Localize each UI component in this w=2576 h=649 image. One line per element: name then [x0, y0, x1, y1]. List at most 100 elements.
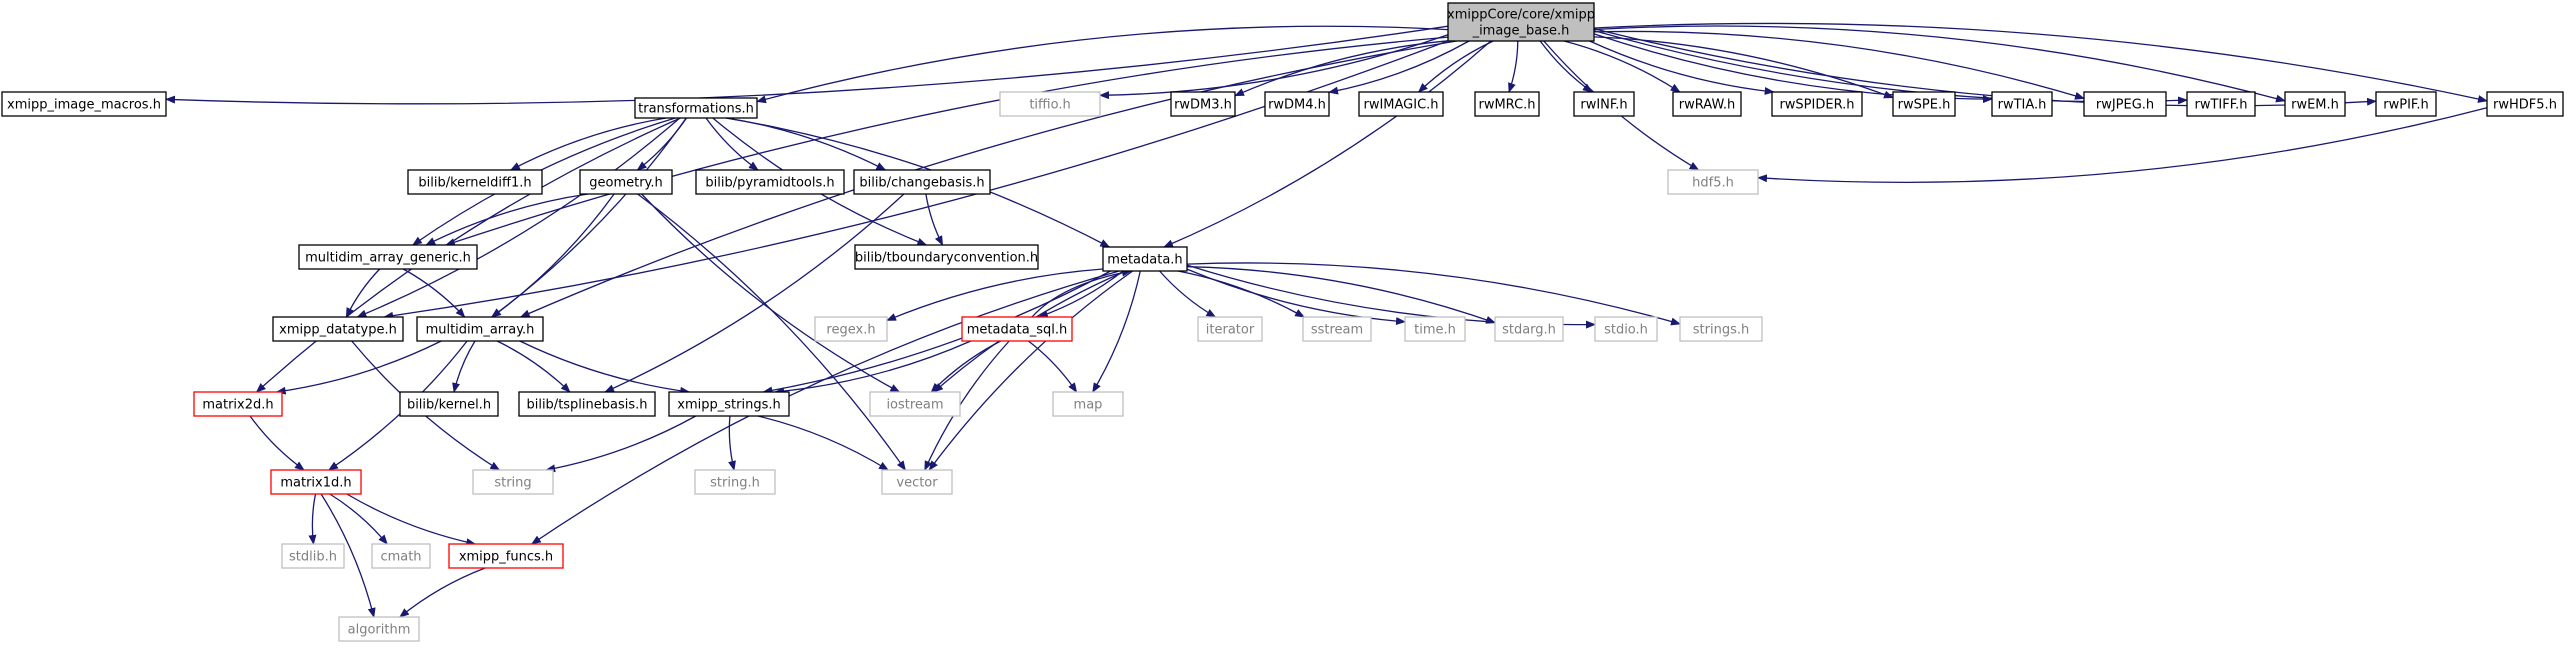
edge-xstrings-to-vector [757, 415, 889, 471]
node-rwtia[interactable]: rwTIA.h [1991, 91, 2053, 117]
node-label-changebasis: bilib/changebasis.h [859, 176, 984, 191]
node-box-map [1052, 391, 1124, 417]
node-box-rwmrc [1474, 91, 1540, 117]
node-rwdm4[interactable]: rwDM4.h [1264, 91, 1330, 117]
node-label-rwdm4: rwDM4.h [1268, 98, 1326, 113]
node-transformations[interactable]: transformations.h [634, 97, 758, 119]
node-rwmrc[interactable]: rwMRC.h [1474, 91, 1540, 117]
edge-root-to-rwdm4 [1328, 40, 1470, 95]
edge-root-to-rwtiff [1593, 29, 2188, 105]
node-label-map: map [1074, 398, 1103, 413]
node-label-stringh: string.h [710, 476, 760, 491]
node-label-rwimagic: rwIMAGIC.h [1363, 98, 1438, 113]
node-box-time [1404, 316, 1466, 342]
node-label-strings: strings.h [1693, 323, 1749, 338]
node-xstrings[interactable]: xmipp_strings.h [668, 391, 790, 417]
node-label-algorithm: algorithm [348, 623, 411, 638]
node-box-xstrings [668, 391, 790, 417]
node-label-mag: multidim_array_generic.h [305, 251, 471, 266]
edge-metasql-to-vector [924, 340, 1010, 471]
node-tboundary[interactable]: bilib/tboundaryconvention.h [854, 244, 1039, 270]
node-rwimagic[interactable]: rwIMAGIC.h [1358, 91, 1444, 117]
edge-metasql-to-metadata [1031, 268, 1132, 318]
edge-geometry-to-mag [425, 193, 588, 246]
node-label-hdf5: hdf5.h [1692, 176, 1734, 191]
node-label-rwem: rwEM.h [2291, 98, 2339, 113]
node-label-root: _image_base.h [1472, 24, 1570, 39]
edge-root-to-rwspider [1589, 40, 1775, 95]
node-label-cmath: cmath [380, 550, 421, 565]
edge-root-to-rwimagic [1417, 40, 1494, 93]
node-strings: strings.h [1679, 316, 1763, 342]
node-ma[interactable]: multidim_array.h [416, 316, 544, 342]
node-geometry[interactable]: geometry.h [579, 169, 673, 195]
node-label-geometry: geometry.h [589, 176, 663, 191]
node-kerneldiff1[interactable]: bilib/kerneldiff1.h [407, 169, 543, 195]
node-funcs[interactable]: xmipp_funcs.h [448, 543, 564, 569]
node-rwhdf5[interactable]: rwHDF5.h [2486, 91, 2564, 117]
edge-transformations-to-matrix2d [255, 117, 681, 393]
node-box-rwdm4 [1264, 91, 1330, 117]
node-label-tiffio: tiffio.h [1029, 98, 1070, 113]
node-label-stdio: stdio.h [1604, 323, 1648, 338]
edge-root-to-rwdm3 [1234, 40, 1449, 97]
node-matrix2d[interactable]: matrix2d.h [193, 391, 283, 417]
node-box-rwjpeg [2083, 91, 2167, 117]
node-rwjpeg[interactable]: rwJPEG.h [2083, 91, 2167, 117]
node-label-rwpif: rwPIF.h [2383, 98, 2428, 113]
node-box-rwhdf5 [2486, 91, 2564, 117]
node-rwinf[interactable]: rwINF.h [1573, 91, 1635, 117]
node-rwspe[interactable]: rwSPE.h [1892, 91, 1956, 117]
node-sstream: sstream [1302, 316, 1372, 342]
node-box-funcs [448, 543, 564, 569]
edge-metadata-to-iterator [1159, 270, 1217, 318]
node-label-metadata: metadata.h [1107, 253, 1182, 268]
node-box-ma [416, 316, 544, 342]
node-box-macros [1, 91, 167, 117]
node-label-stdlib: stdlib.h [289, 550, 337, 565]
node-box-root [1447, 2, 1595, 42]
node-root[interactable]: xmippCore/core/xmipp_image_base.h [1447, 2, 1595, 42]
edge-transformations-to-ma [490, 117, 687, 318]
node-tspline[interactable]: bilib/tsplinebasis.h [518, 391, 656, 417]
node-stringh: string.h [694, 469, 776, 495]
edge-root-to-rwhdf5 [1593, 22, 2488, 103]
edge-root-to-rwem [1593, 25, 2286, 103]
edge-metadata-to-regex [886, 268, 1104, 322]
edge-changebasis-to-tspline [604, 193, 905, 393]
node-stdio: stdio.h [1594, 316, 1658, 342]
node-metasql[interactable]: metadata_sql.h [961, 316, 1073, 342]
edge-metadata-to-metasql [1037, 270, 1124, 318]
node-metadata[interactable]: metadata.h [1102, 246, 1188, 272]
node-kernel[interactable]: bilib/kernel.h [399, 391, 499, 417]
node-rwem[interactable]: rwEM.h [2284, 91, 2346, 117]
edge-metadata-to-xstrings [762, 270, 1111, 395]
edge-ma-to-matrix2d [275, 340, 442, 395]
node-datatype[interactable]: xmipp_datatype.h [272, 316, 404, 342]
node-label-matrix2d: matrix2d.h [202, 398, 273, 413]
edge-metadata-to-vector [928, 270, 1134, 471]
node-box-sstream [1302, 316, 1372, 342]
node-label-rwinf: rwINF.h [1580, 98, 1627, 113]
edge-geometry-to-ma [491, 193, 615, 318]
node-label-matrix1d: matrix1d.h [280, 476, 351, 491]
edge-mag-to-ma [402, 268, 466, 318]
node-pyramidtools[interactable]: bilib/pyramidtools.h [695, 169, 845, 195]
node-label-xstrings: xmipp_strings.h [677, 398, 780, 413]
node-label-rwspe: rwSPE.h [1898, 98, 1951, 113]
node-rwtiff[interactable]: rwTIFF.h [2186, 91, 2256, 117]
node-rwraw[interactable]: rwRAW.h [1672, 91, 1742, 117]
node-label-rwraw: rwRAW.h [1679, 98, 1735, 113]
node-macros[interactable]: xmipp_image_macros.h [1, 91, 167, 117]
node-rwpif[interactable]: rwPIF.h [2375, 91, 2437, 117]
node-matrix1d[interactable]: matrix1d.h [270, 469, 362, 495]
node-rwdm3[interactable]: rwDM3.h [1170, 91, 1236, 117]
node-rwspider[interactable]: rwSPIDER.h [1771, 91, 1863, 117]
node-changebasis[interactable]: bilib/changebasis.h [853, 169, 991, 195]
node-label-datatype: xmipp_datatype.h [279, 323, 397, 338]
edge-matrix1d-to-algorithm [320, 493, 376, 618]
node-label-vector: vector [896, 476, 938, 491]
node-mag[interactable]: multidim_array_generic.h [298, 244, 478, 270]
node-box-stdarg [1494, 316, 1564, 342]
edge-metadata-to-sstream [1177, 270, 1305, 318]
